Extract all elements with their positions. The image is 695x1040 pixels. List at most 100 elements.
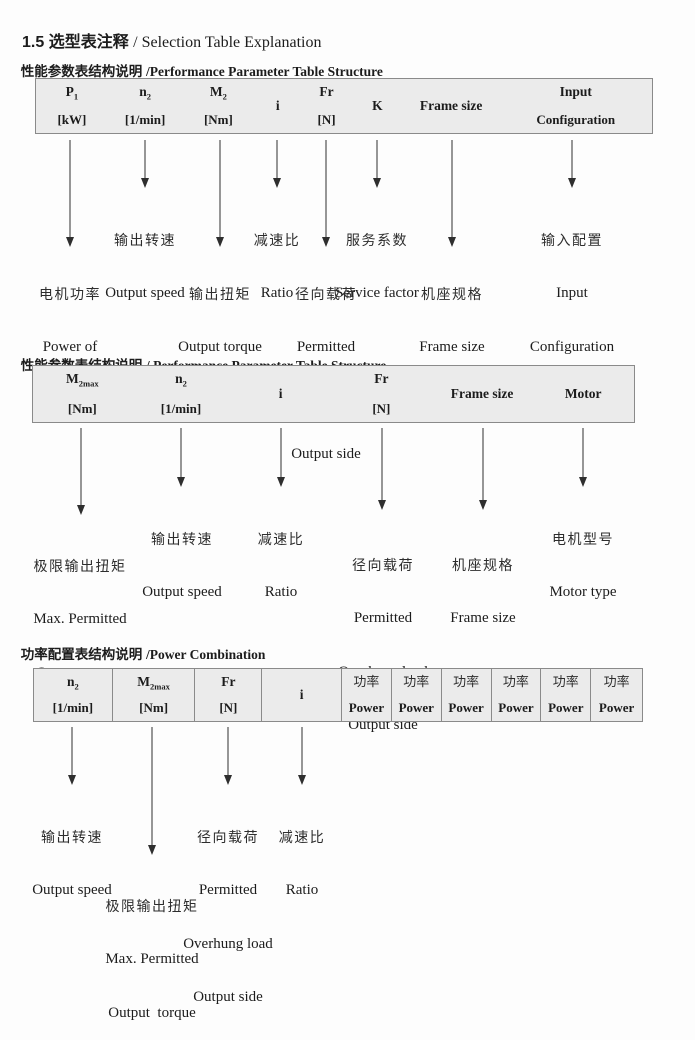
label-cn: 径向载荷 (197, 829, 259, 845)
col-unit: [N] (372, 401, 391, 416)
col-symbol: Motor (564, 386, 602, 401)
label-en: Output torque (178, 339, 262, 355)
callout-output-speed: 输出转速 Output speed (142, 495, 222, 620)
power-label-cn: 功率 (353, 674, 380, 689)
col-unit: [Nm] (139, 700, 169, 715)
arrow-motor (577, 428, 589, 487)
label-en: Frame size (419, 339, 485, 355)
col-symbol: i (299, 687, 304, 702)
arrow-i (275, 428, 287, 487)
col-unit: Configuration (536, 112, 616, 127)
col-symbol: M2 (209, 84, 227, 102)
arrow-fr (320, 140, 332, 247)
col-symbol: Input (559, 84, 592, 99)
table1-col-m2: M2 [Nm] (183, 79, 255, 133)
arrow-p1 (64, 140, 76, 247)
label-cn: 径向载荷 (295, 286, 357, 302)
label-cn: 输出扭矩 (189, 286, 251, 302)
title-chinese: 选型表注释 (48, 34, 134, 51)
col-symbol: K (372, 98, 383, 113)
table1-col-p1: P1 [kW] (36, 79, 108, 133)
label-en: Motor type (549, 584, 617, 600)
table1-col-i: i (254, 79, 301, 133)
callout-frame-size: 机座规格 Frame size (450, 521, 515, 646)
callout-input-configuration: 输入配置 Input Configuration (530, 196, 614, 374)
table3-col-power-6: 功率 Power (591, 669, 642, 721)
section-number: 1.5 (22, 34, 49, 51)
arrow-m2max (146, 727, 158, 855)
label-cn: 极限输出扭矩 (105, 898, 199, 914)
power-label-en: Power (598, 700, 635, 715)
table2-col-n2: n2 [1/min] (132, 366, 231, 422)
col-unit: [Nm] (203, 112, 233, 127)
callout-frame-size: 机座规格 Frame size (419, 250, 484, 375)
label-cn: 减速比 (257, 531, 305, 547)
arrow-i (271, 140, 283, 188)
label-cn: 输出转速 (40, 829, 103, 845)
table1-col-k: K (352, 79, 403, 133)
col-unit: [N] (317, 112, 336, 127)
catalog-page: { "colors": {"table_bg": "#ebebeb", "tab… (0, 0, 695, 931)
col-unit: [1/min] (160, 401, 202, 416)
label-en: Service factor (335, 285, 419, 301)
power-label-cn: 功率 (403, 674, 430, 689)
col-symbol: P1 (65, 84, 79, 102)
arrow-m2 (214, 140, 226, 247)
label-en: Output speed (142, 584, 222, 600)
section1-heading: 性能参数表结构说明 /Performance Parameter Table S… (14, 44, 383, 80)
table2-col-i: i (230, 366, 331, 422)
arrow-fr (376, 428, 388, 510)
table3-col-fr: Fr [N] (195, 669, 263, 721)
label-cn: 减速比 (253, 232, 301, 248)
arrow-k (371, 140, 383, 188)
power-label-en: Power (348, 700, 385, 715)
arrow-input-configuration (566, 140, 578, 188)
col-symbol: Fr (374, 371, 389, 386)
arrow-n2 (139, 140, 151, 188)
arrow-frame-size (446, 140, 458, 247)
table3-col-power-5: 功率 Power (541, 669, 592, 721)
table1-col-fr: Fr [N] (301, 79, 352, 133)
col-symbol: n2 (175, 371, 187, 389)
label-cn: 径向载荷 (352, 557, 414, 573)
label-en: Permitted (296, 339, 356, 355)
section3-heading-cn: 功率配置表结构说明 (20, 647, 147, 662)
label-en: Permitted (198, 882, 258, 898)
table3-col-i: i (262, 669, 342, 721)
power-label-en: Power (498, 700, 534, 715)
power-label-en: Power (548, 700, 584, 715)
section3-heading: 功率配置表结构说明 /Power Combination (14, 627, 266, 663)
callout-motor-type: 电机型号 Motor type (549, 495, 616, 620)
label-en: Max. Permitted (105, 951, 199, 967)
table1-header: P1 [kW] n2 [1/min] M2 [Nm] i Fr [N] K Fr… (35, 78, 653, 134)
section1-heading-en: /Performance Parameter Table Structure (146, 64, 383, 79)
callout-output-torque: 输出扭矩 Output torque (178, 250, 262, 375)
col-symbol: M2max (66, 371, 99, 389)
table3-col-m2max: M2max [Nm] (113, 669, 196, 721)
col-symbol: Fr (221, 674, 236, 689)
label-en: Configuration (529, 338, 615, 355)
col-symbol: Frame size (419, 98, 483, 113)
label-cn: 电机型号 (551, 531, 614, 547)
col-symbol: i (275, 98, 280, 113)
table1-col-n2: n2 [1/min] (108, 79, 183, 133)
table3-col-power-4: 功率 Power (492, 669, 542, 721)
power-label-cn: 功率 (453, 674, 480, 689)
label-cn: 输出转速 (150, 531, 213, 547)
label-en: Output speed (32, 882, 112, 898)
callout-max-output-torque: 极限输出扭矩 Max. Permitted Output torque (105, 862, 198, 1040)
table3-header: n2 [1/min] M2max [Nm] Fr [N] i 功率 Power … (33, 668, 643, 722)
col-unit: [kW] (57, 112, 87, 127)
label-en: Frame size (450, 610, 516, 626)
table3-col-power-3: 功率 Power (442, 669, 492, 721)
label-cn: 输出转速 (113, 232, 176, 248)
table3-col-power-2: 功率 Power (392, 669, 442, 721)
label-en: Output speed (105, 285, 185, 301)
label-en: Power of (42, 339, 98, 355)
callout-ratio: 减速比 Ratio (279, 793, 326, 918)
table2-col-m2max: M2max [Nm] (33, 366, 132, 422)
label-en: Permitted (353, 610, 413, 626)
table2-header: M2max [Nm] n2 [1/min] i Fr [N] Frame siz… (32, 365, 635, 423)
table3-col-power-1: 功率 Power (342, 669, 392, 721)
section1-heading-cn: 性能参数表结构说明 (20, 64, 147, 79)
